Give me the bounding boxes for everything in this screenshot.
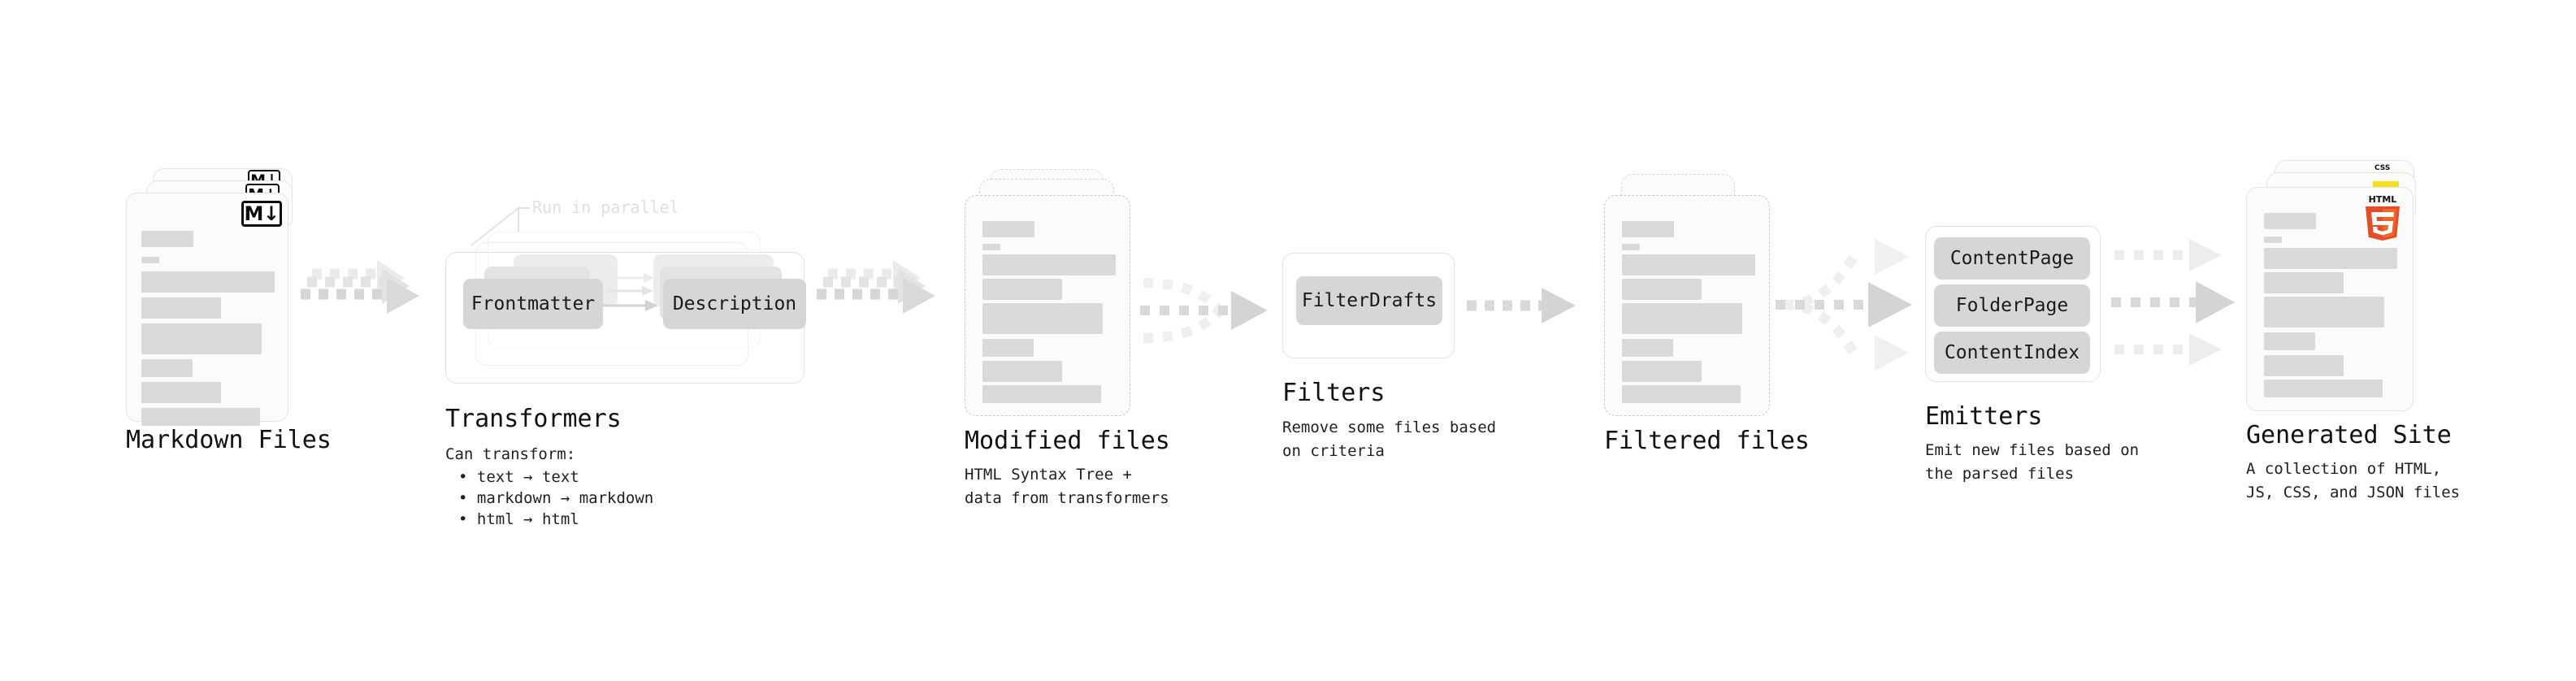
skeleton-line	[2264, 236, 2282, 243]
transformer-chip-frontmatter[interactable]: Frontmatter	[463, 279, 603, 329]
arrow-filters-to-filtered	[1467, 288, 1576, 323]
skeleton-line	[1622, 254, 1755, 275]
run-in-parallel-leader	[471, 206, 530, 246]
skeleton-line	[2264, 213, 2316, 229]
generated-site-description: A collection of HTML, JS, CSS, and JSON …	[2246, 460, 2461, 502]
run-in-parallel-note: Run in parallel	[532, 197, 679, 217]
skeleton-line	[2264, 380, 2383, 397]
skeleton-line	[141, 231, 193, 247]
skeleton-line	[982, 385, 1101, 403]
arrow-transformers-to-modified	[817, 260, 935, 314]
skeleton-line	[1622, 303, 1742, 334]
skeleton-line	[2264, 332, 2315, 350]
transformers-lead: Can transform:	[445, 445, 576, 463]
skeleton-line	[1622, 361, 1702, 382]
skeleton-line	[1622, 279, 1702, 300]
filters-description: Remove some files based on criteria	[1282, 419, 1497, 461]
skeleton-line	[2264, 355, 2344, 376]
skeleton-line	[141, 271, 275, 293]
transformers-item-1: • text → text	[458, 468, 579, 486]
skeleton-line	[982, 339, 1034, 357]
emitters-title: Emitters	[1925, 402, 2043, 431]
transformers-item-3: • html → html	[458, 510, 579, 528]
filters-title: Filters	[1282, 379, 1386, 407]
markdown-badge-front[interactable]: M↓	[241, 201, 282, 227]
skeleton-line	[2264, 248, 2397, 269]
filtered-files-title: Filtered files	[1604, 427, 1810, 455]
css-badge-label: CSS	[2374, 164, 2391, 172]
modified-files-description: HTML Syntax Tree + data from transformer…	[965, 466, 1169, 508]
skeleton-line	[141, 323, 262, 354]
emitter-chip-contentindex[interactable]: ContentIndex	[1934, 332, 2090, 374]
arrow-modified-to-filters	[1140, 278, 1268, 343]
filter-chip-filterdrafts[interactable]: FilterDrafts	[1296, 276, 1442, 325]
arrow-emitters-to-site	[2111, 239, 2235, 366]
skeleton-line	[141, 382, 221, 403]
skeleton-line	[982, 303, 1103, 334]
transformers-title: Transformers	[445, 405, 622, 433]
transformers-item-2: • markdown → markdown	[458, 489, 654, 507]
arrow-markdown-to-transformers	[301, 260, 419, 314]
transformer-internal-arrows	[601, 273, 658, 311]
skeleton-line	[141, 359, 193, 377]
svg-text:HTML: HTML	[2369, 194, 2397, 205]
modified-files-title: Modified files	[965, 427, 1170, 455]
skeleton-line	[2264, 297, 2384, 327]
skeleton-line	[141, 297, 221, 319]
emitter-chip-folderpage[interactable]: FolderPage	[1934, 284, 2090, 327]
arrow-filtered-to-emitters	[1776, 239, 1912, 371]
skeleton-line	[1622, 385, 1741, 403]
skeleton-line	[2264, 272, 2344, 293]
skeleton-line	[141, 257, 159, 263]
emitter-chip-contentpage[interactable]: ContentPage	[1934, 237, 2090, 280]
generated-site-title: Generated Site	[2246, 421, 2452, 449]
skeleton-line	[1622, 221, 1674, 237]
skeleton-line	[141, 408, 260, 426]
skeleton-line	[982, 279, 1062, 300]
emitters-description: Emit new files based on the parsed files	[1925, 441, 2140, 484]
markdown-files-title: Markdown Files	[126, 426, 332, 454]
html5-icon: HTML	[2366, 194, 2400, 241]
skeleton-line	[982, 244, 1000, 250]
skeleton-line	[982, 221, 1034, 237]
transformer-chip-description[interactable]: Description	[663, 279, 806, 329]
skeleton-line	[1622, 339, 1673, 357]
skeleton-line	[982, 361, 1062, 382]
skeleton-line	[1622, 244, 1640, 250]
skeleton-line	[982, 254, 1116, 275]
